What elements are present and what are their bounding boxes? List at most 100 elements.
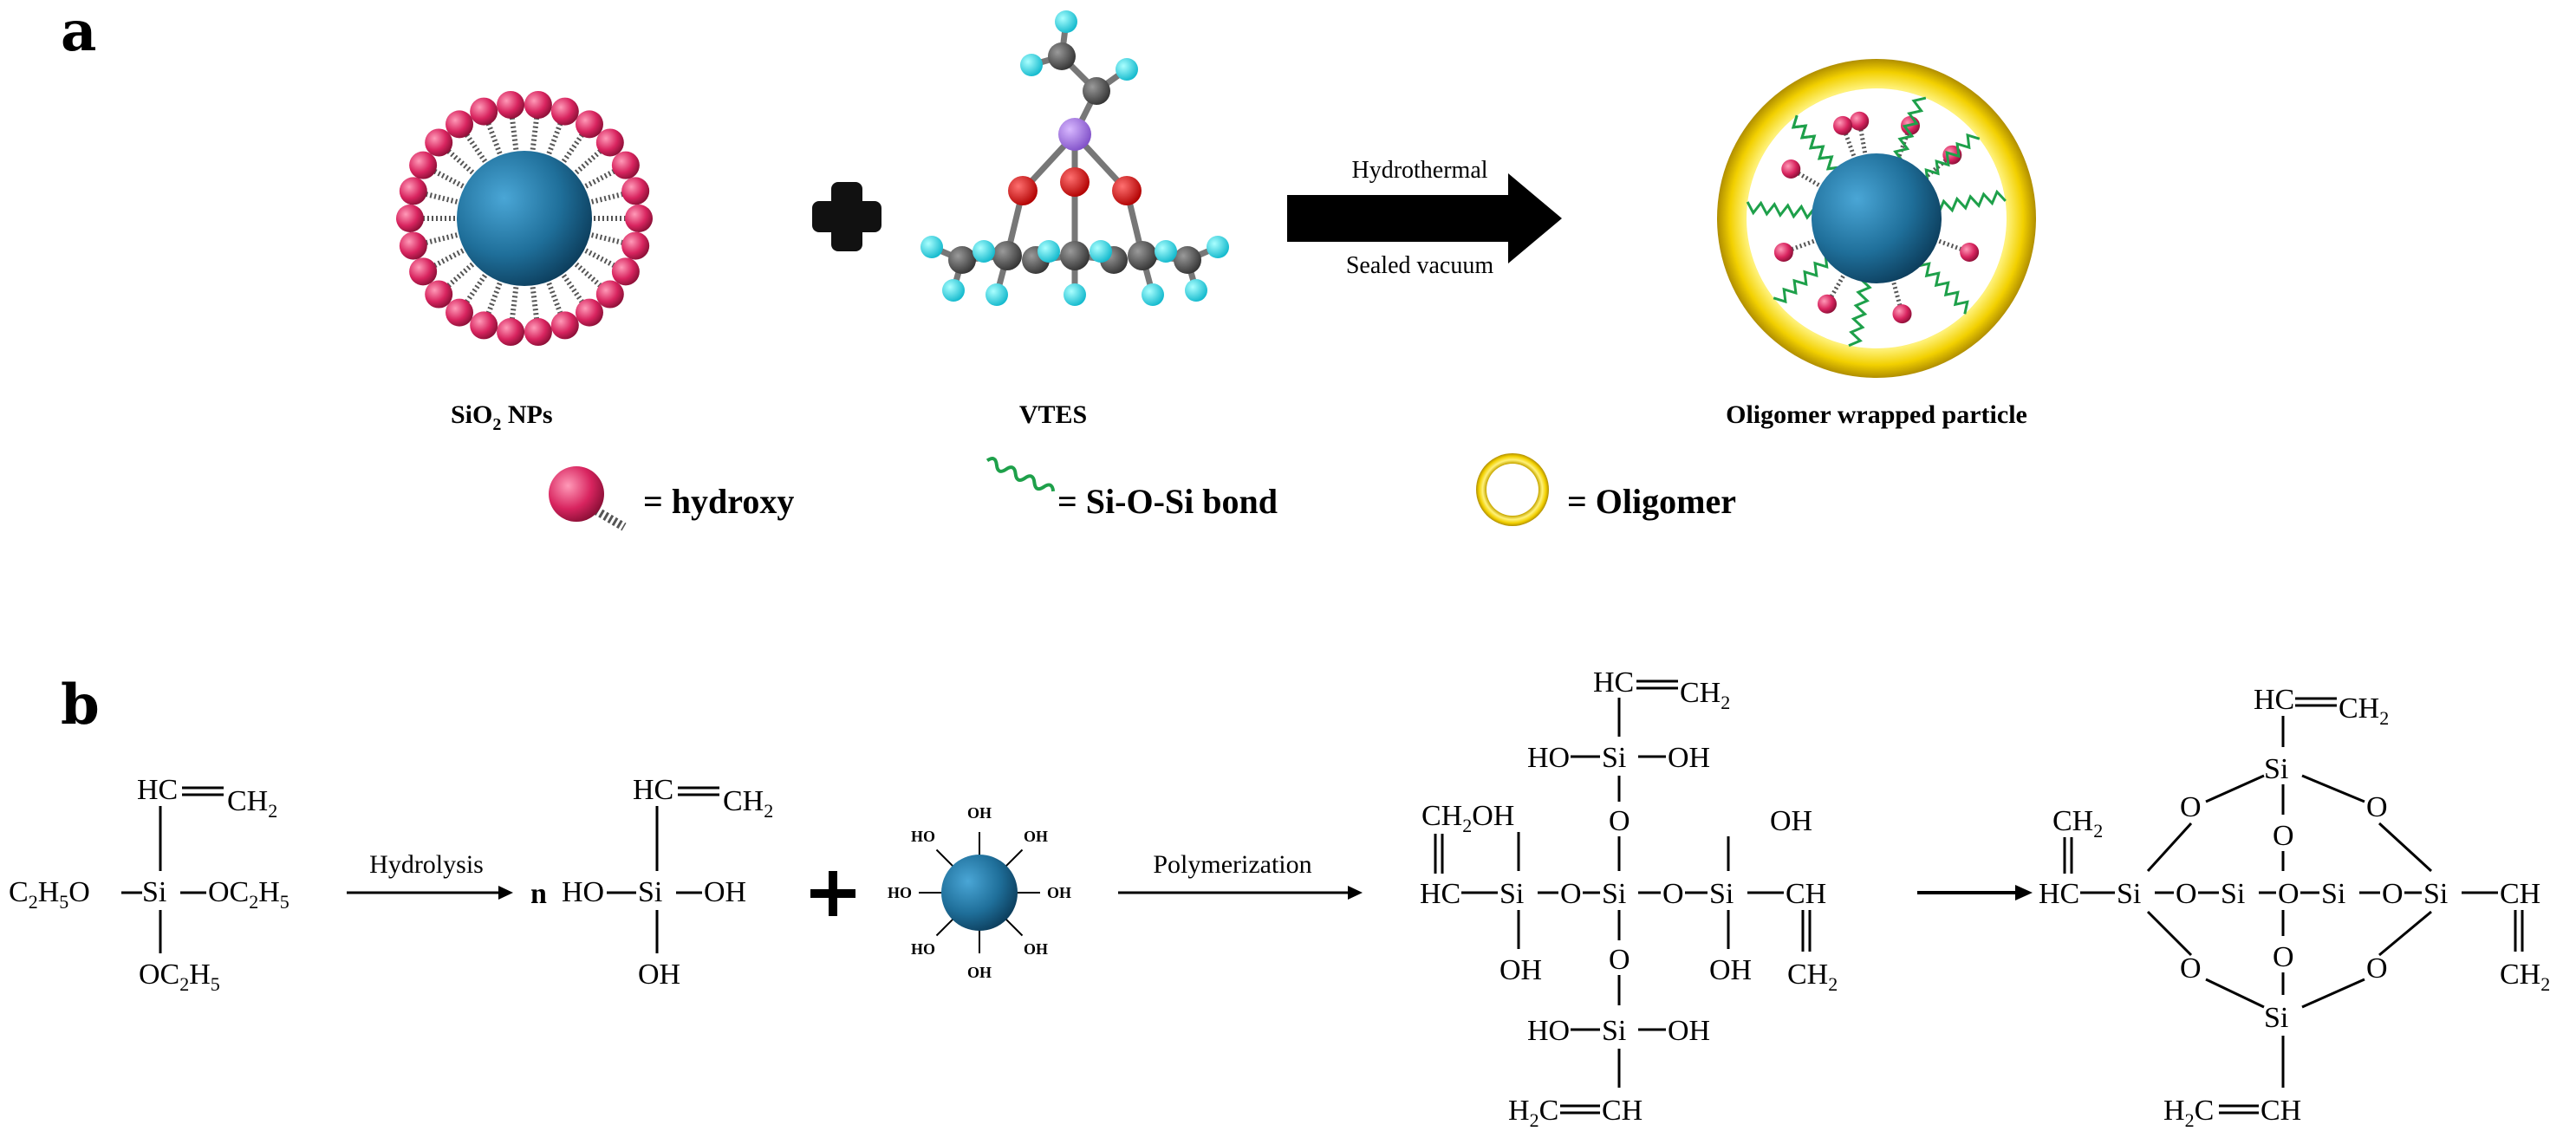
oligomer-wrapped-particle [1717,59,2036,378]
vtes-molecule [920,10,1229,306]
vtes-atom [1060,241,1090,270]
spacer-chain [543,274,566,321]
plus-sign-b [810,871,855,916]
vtes-label: VTES [1019,400,1087,429]
inner-bond [1848,277,1872,348]
svg-text:Si: Si [1709,878,1734,910]
inner-hydroxy [1892,304,1912,324]
hydroxy-ball [409,257,438,286]
hydroxy-ball [625,205,653,232]
hydroxy-ball [497,90,525,119]
svg-text:O: O [1609,944,1630,976]
spacer-chain [568,144,608,180]
inner-bond [1916,262,1969,315]
silanol-structure: n HC CH2 HO Si OH OH [530,774,773,991]
svg-text:O: O [2273,820,2294,852]
oh-bond [1004,848,1024,868]
legend-oligomer-text: = Oligomer [1567,482,1736,521]
hydroxy-ball [550,97,579,126]
product-label: Oligomer wrapped particle [1726,400,2027,429]
vtes-atom [1185,279,1207,302]
inner-bond [1937,189,2007,213]
svg-text:OH: OH [1668,1015,1710,1047]
svg-text:CH: CH [2261,1095,2301,1127]
oh-label: OH [967,964,992,981]
svg-text:Si: Si [2264,753,2288,785]
inner-bond [1893,96,1927,163]
spacer-chain [529,110,541,159]
spacer-chain [426,166,472,193]
spacer-chain [582,190,631,207]
hydroxy-ball [611,151,640,179]
svg-text:Si: Si [1602,742,1626,774]
hydroxy-ball [396,205,424,232]
svg-text:HC: HC [2254,684,2294,716]
inner-spacer [1787,237,1819,253]
svg-text:HC: HC [1593,666,1634,699]
svg-text:Si: Si [638,876,662,908]
vtes-atom [1048,42,1076,70]
vtes-atom [1083,77,1110,105]
hydroxy-ball [446,110,474,139]
oh-label: HO [911,940,935,958]
arrow-bottom-label: Sealed vacuum [1346,252,1493,279]
svg-text:O: O [2366,952,2388,985]
svg-text:OH: OH [1499,954,1542,986]
vtes-atom [973,240,995,263]
spacer-chain [508,278,520,327]
oh-label: OH [1024,828,1048,845]
hydroxy-ball [621,231,650,260]
vtes-atom [1055,10,1077,33]
spacer-chain [426,244,472,271]
inner-bond [1791,114,1841,171]
svg-text:O: O [2278,878,2300,910]
inner-spacer [1857,126,1868,158]
inner-bond [1773,254,1829,304]
inner-spacer [1827,271,1848,301]
inner-hydroxy [1773,242,1793,262]
vtes-atom [992,241,1022,270]
oligomer-structure: HC CH2 HO Si OH O HC CH2OH Si O Si O Si … [1420,666,1838,1131]
hydroxy-ball [524,90,552,119]
spacer-chain [441,257,481,293]
svg-text:Si: Si [2117,878,2141,910]
svg-text:H2C: H2C [1508,1095,1558,1131]
inner-spacer [1890,277,1903,309]
legend-hydroxy-icon [549,466,627,531]
arrow-top-label: Hydrothermal [1351,157,1487,184]
svg-text:CH2OH: CH2OH [1421,800,1514,836]
hydrolysis-label: Hydrolysis [369,850,484,879]
hydroxy-ball [425,280,453,309]
inner-hydroxy [1850,111,1870,131]
hydroxy-ball [550,311,579,340]
oh-label: HO [911,828,935,845]
svg-text:HO: HO [562,876,604,908]
svg-text:HC: HC [137,774,178,806]
vtes-atom [1064,283,1086,306]
hydroxy-ball [470,311,498,340]
svg-text:CH: CH [1786,878,1826,910]
vtes-atom [1142,283,1164,306]
sio2-label: SiO2 NPs [451,400,553,434]
hydroxy-ball [611,257,640,286]
svg-text:CH: CH [2500,878,2540,910]
vtes-atom [1116,58,1138,81]
svg-text:OH: OH [638,959,680,991]
spacer-chain [460,127,492,171]
svg-text:O: O [2273,941,2294,973]
oh-bond [935,848,955,868]
wrapped-inner-groups [1746,96,2007,348]
spacer-chain [556,266,589,309]
spacer-chain [582,230,631,247]
hydroxy-ball [446,298,474,327]
hydroxy-ball [575,298,603,327]
hydroxy-ball [595,128,624,157]
spacer-chain [418,230,466,247]
svg-text:Si: Si [2221,878,2245,910]
spacer-chain [543,116,566,163]
plus-sign [812,182,881,251]
vtes-atom [1207,236,1229,258]
vtes-atom [942,279,965,302]
svg-text:C2H5O: C2H5O [9,876,90,913]
spacer-chain [576,244,622,271]
